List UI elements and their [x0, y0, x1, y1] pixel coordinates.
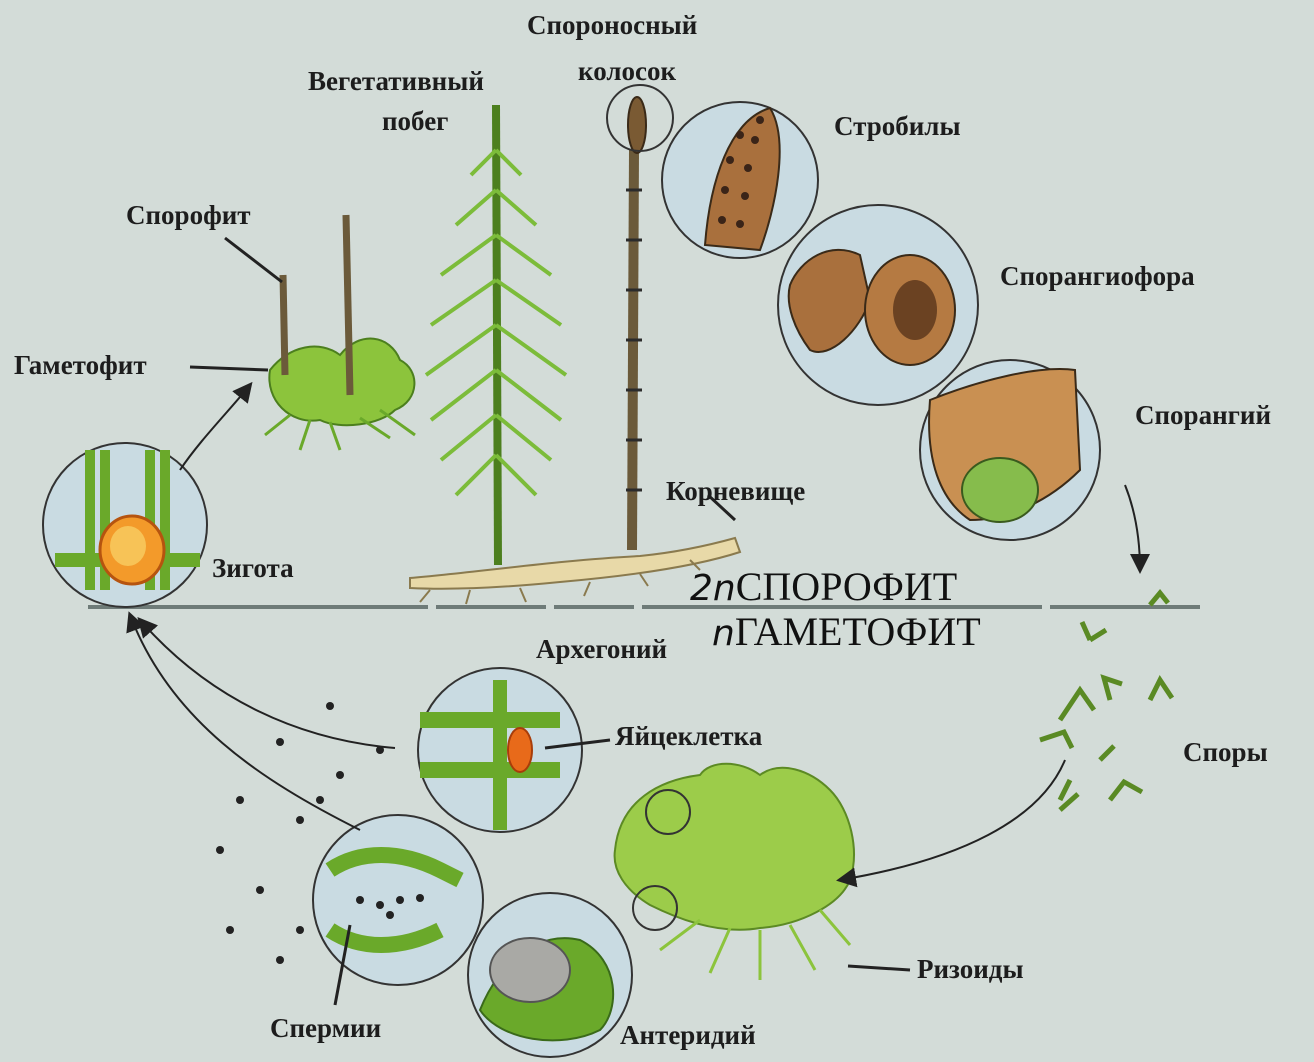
label-spermii: Спермии: [270, 1015, 381, 1042]
vegetative-shoot: [426, 105, 566, 565]
phase-sporophyte: 2nСПОРОФИТ: [690, 567, 957, 607]
label-sporangiofora: Спорангиофора: [1000, 263, 1195, 290]
label-strobily: Стробилы: [834, 113, 961, 140]
label-sporofit: Спорофит: [126, 202, 251, 229]
label-sporonosny: Спороносный: [527, 12, 697, 39]
label-gametofit: Гаметофит: [14, 352, 147, 379]
antheridium-circle: [468, 893, 632, 1057]
spores-cluster: [1040, 593, 1172, 810]
phase-gametophyte: nГАМЕТОФИТ: [712, 612, 981, 652]
archegonium-circle: [418, 668, 582, 832]
label-kornevishche: Корневище: [666, 478, 805, 505]
label-vegetativny: Вегетативный: [308, 68, 484, 95]
phase-sporophyte-name: СПОРОФИТ: [736, 564, 957, 609]
label-yaytsekletka: Яйцеклетка: [615, 723, 762, 750]
phase-gametophyte-ploidy: n: [712, 613, 735, 654]
phase-gametophyte-name: ГАМЕТОФИТ: [735, 609, 981, 654]
mature-gametophyte: [615, 764, 854, 980]
sporangiophore-circle: [778, 205, 978, 405]
label-pobeg: побег: [382, 108, 448, 135]
fertile-shoot: [626, 97, 646, 550]
sperm-circle: [313, 815, 483, 985]
label-sporangy: Спорангий: [1135, 402, 1271, 429]
strobilus-circle: [662, 102, 818, 258]
gametophyte-with-sporophytes: [265, 215, 415, 450]
label-anteridy: Антеридий: [620, 1022, 756, 1049]
phase-sporophyte-ploidy: 2n: [690, 568, 736, 609]
label-rizoidy: Ризоиды: [917, 956, 1024, 983]
label-spory: Споры: [1183, 739, 1268, 766]
label-zigota: Зигота: [212, 555, 294, 582]
label-kolosok: колосок: [578, 58, 676, 85]
sporangium-circle: [920, 360, 1100, 540]
label-arhegony: Архегоний: [536, 636, 667, 663]
